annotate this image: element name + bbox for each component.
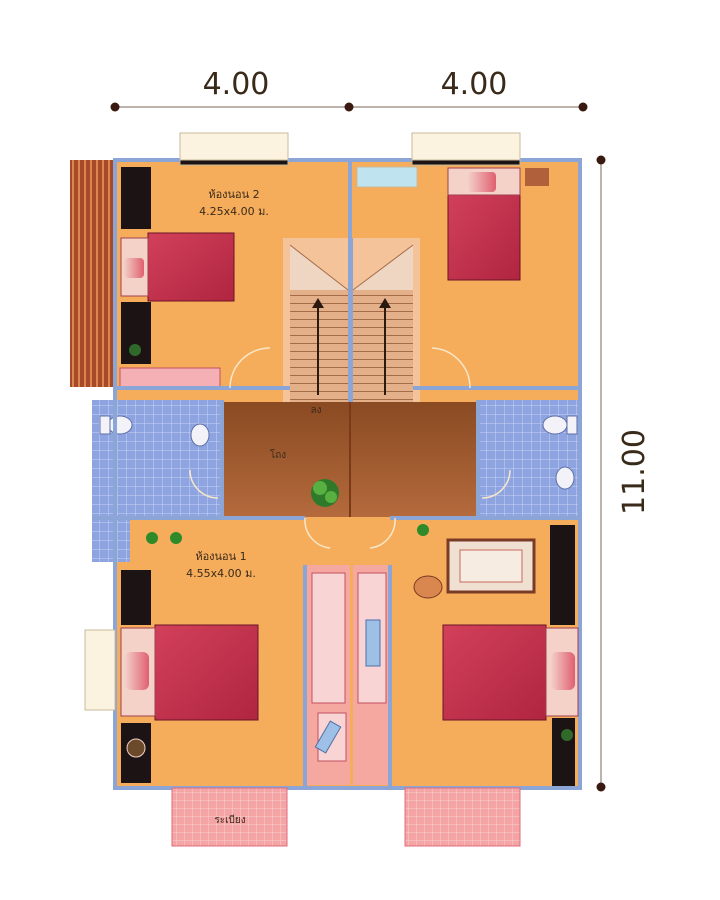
cabinet-top-left — [121, 167, 151, 229]
bed-bedroom-3 — [447, 167, 549, 281]
side-table — [413, 575, 443, 599]
cabinet-bedroom-4-bottom — [552, 718, 575, 786]
wardrobe-corridor — [305, 565, 390, 785]
stair-down-label: ลง — [310, 405, 321, 416]
bedroom-1-name: ห้องนอน 1 — [195, 550, 246, 563]
dimension-depth: 11.00 — [617, 429, 652, 515]
bedroom-2-size: 4.25x4.00 ม. — [199, 205, 269, 218]
balcony-right — [404, 787, 521, 847]
balcony-label: ระเบียง — [214, 814, 245, 826]
bed-bedroom-2 — [120, 232, 235, 302]
dimension-width-left: 4.00 — [203, 67, 270, 102]
toilet-left — [107, 415, 133, 435]
bathroom-right — [478, 400, 581, 518]
wardrobe-bedroom-2 — [119, 367, 221, 389]
toilet-right — [542, 415, 568, 435]
cabinet-bedroom-4-top — [550, 525, 575, 625]
hall-label: โถง — [270, 448, 286, 461]
dimension-right: 11.00 — [596, 155, 652, 792]
plant-bedroom-4-icon — [417, 524, 429, 536]
rug — [446, 538, 536, 594]
door-swings — [189, 347, 511, 549]
bed-bedroom-1 — [120, 624, 259, 721]
bedroom-1-size: 4.55x4.00 ม. — [186, 567, 256, 580]
bedroom-2-name: ห้องนอน 2 — [208, 188, 259, 201]
sink-left — [190, 423, 210, 447]
bathroom-left — [92, 400, 222, 518]
plant-bedroom-4-corner-icon — [561, 729, 573, 741]
windows — [84, 132, 521, 711]
bed-bedroom-4 — [442, 624, 579, 721]
balcony-left — [171, 787, 288, 847]
plant-bedroom-1-icon-a — [146, 532, 158, 544]
wood-deck — [70, 160, 115, 387]
staircase — [283, 238, 420, 403]
sink-right — [555, 466, 575, 490]
plant-bedroom-2-icon — [129, 344, 141, 356]
cabinet-bedroom-1-top — [121, 570, 151, 625]
dimension-width-right: 4.00 — [441, 67, 508, 102]
pot-icon — [126, 738, 146, 758]
plant-bedroom-1-icon-b — [170, 532, 182, 544]
dimension-top: 4.00 4.00 — [110, 67, 588, 112]
walls — [92, 158, 582, 790]
